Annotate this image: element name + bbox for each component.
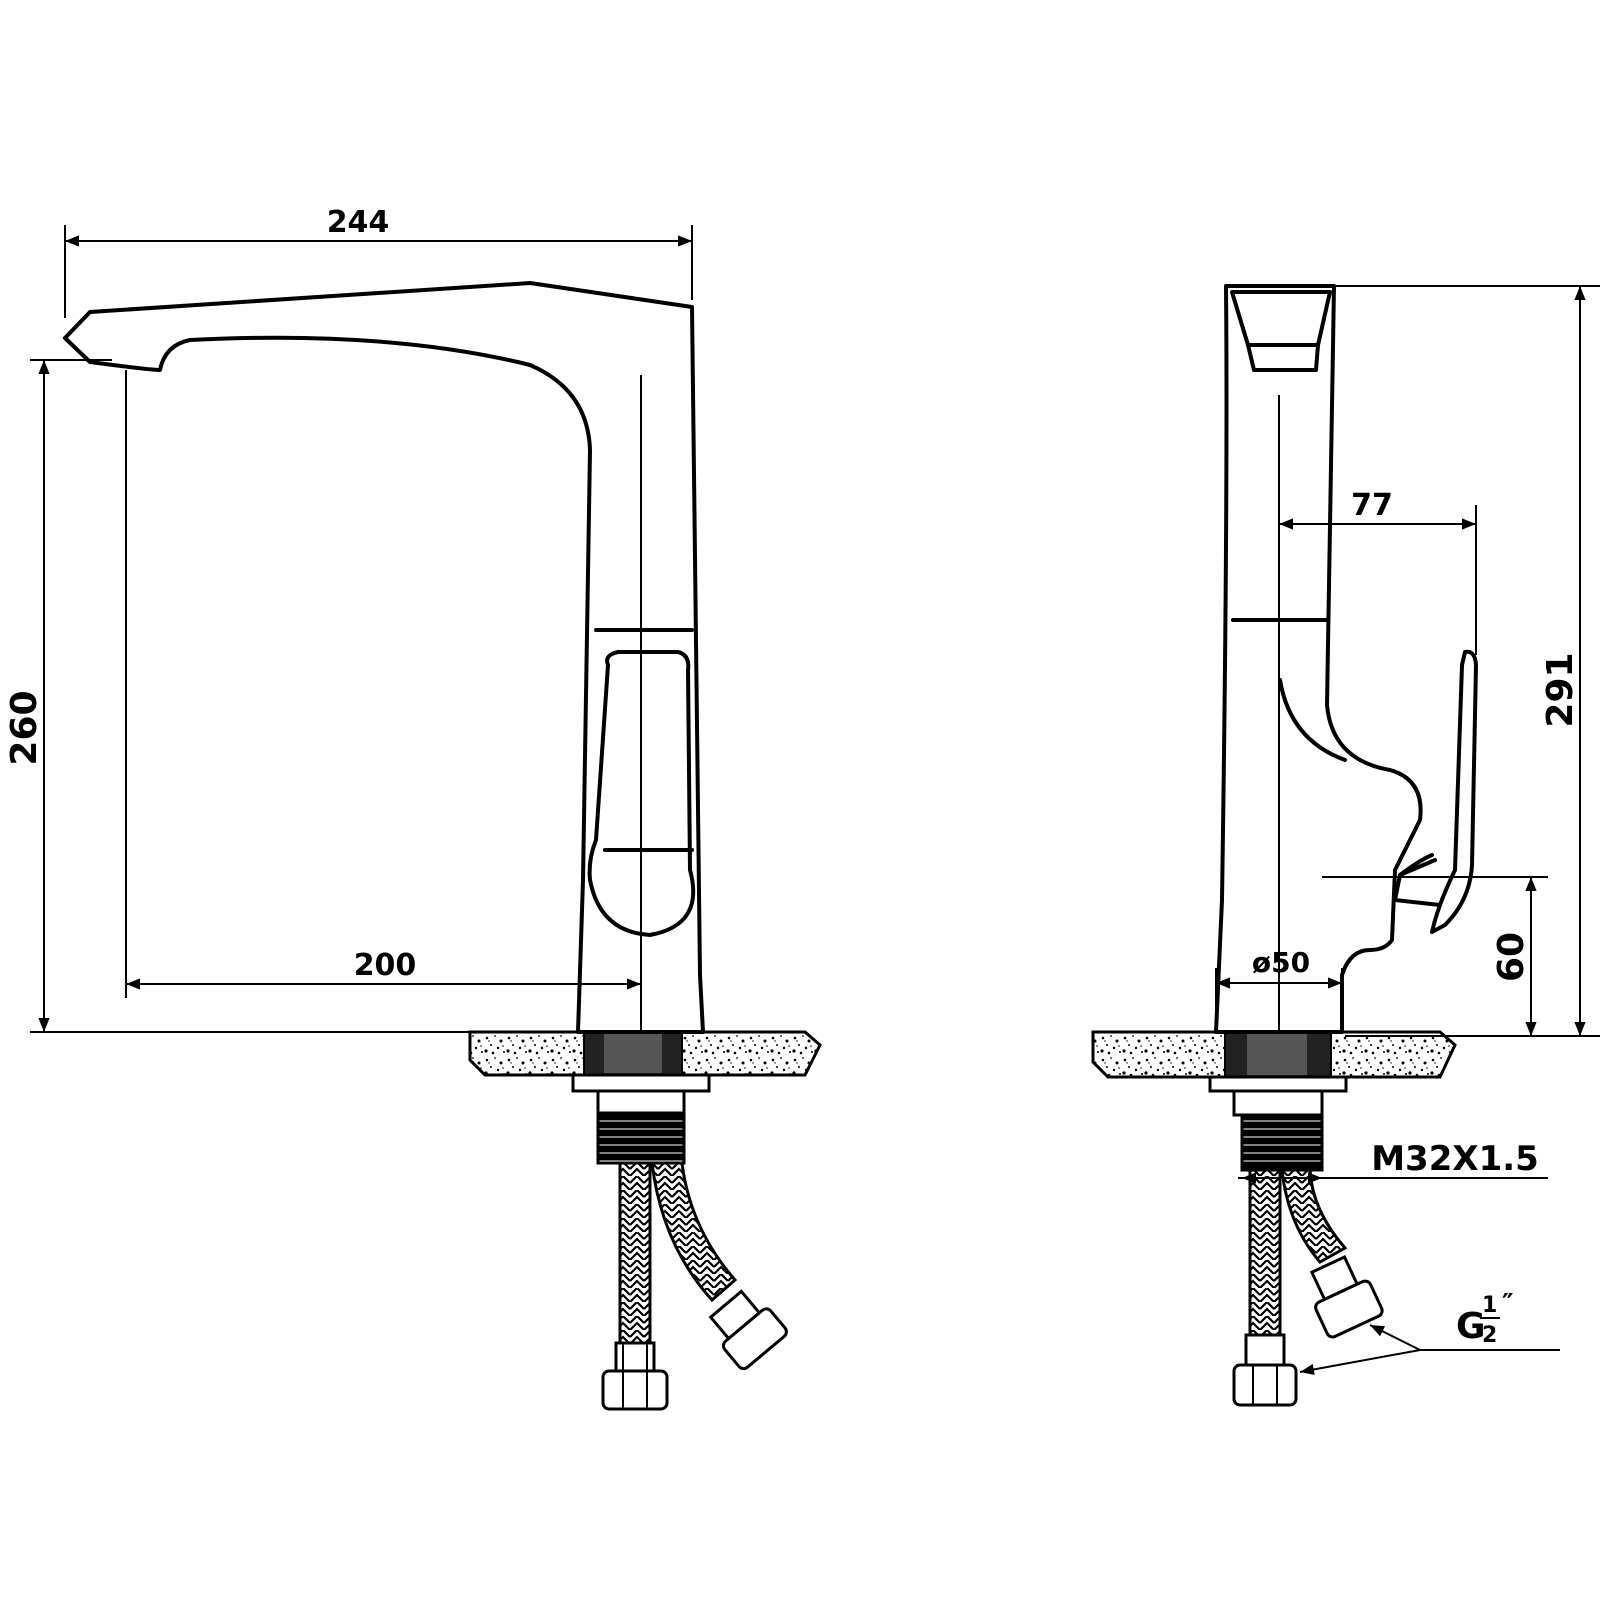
- dim-77-label: 77: [1351, 488, 1393, 523]
- dim-thread-label: M32X1.5: [1371, 1139, 1539, 1179]
- dim-200-label: 200: [354, 948, 417, 983]
- connector-denominator: 2: [1482, 1323, 1497, 1348]
- dimension-291: 291: [1336, 285, 1600, 1037]
- lever-right: [1430, 649, 1478, 934]
- dimension-244: 244: [64, 205, 693, 318]
- dimension-diameter-50: ø50: [1215, 946, 1343, 1025]
- connector-numerator: 1: [1482, 1293, 1497, 1318]
- spout-body-left: [63, 281, 705, 1034]
- dim-60-label: 60: [1491, 932, 1532, 982]
- base-nut-left: [571, 1073, 711, 1165]
- front-view: 244 260 200: [4, 205, 822, 1411]
- dim-diameter-label: ø50: [1252, 946, 1310, 979]
- side-view: 291 77 60 ø50 M32X1.5: [1091, 284, 1600, 1407]
- dim-291-label: 291: [1540, 652, 1581, 727]
- dim-244-label: 244: [327, 205, 390, 240]
- dimension-200: 200: [125, 370, 641, 998]
- countertop-left: [468, 1030, 822, 1077]
- supply-hoses-left: [601, 1161, 788, 1411]
- connector-callout: G 1 2 ″: [1299, 1289, 1560, 1375]
- dim-260-label: 260: [4, 690, 45, 765]
- supply-hoses-right: [1232, 1168, 1384, 1407]
- handle-left: [587, 650, 696, 937]
- dimension-260: 260: [4, 359, 580, 1033]
- dimension-60: 60: [1322, 876, 1548, 1036]
- countertop-right: [1091, 1030, 1457, 1079]
- connector-g-label: G: [1456, 1306, 1486, 1347]
- base-nut-right: [1208, 1075, 1348, 1172]
- dimension-thread: M32X1.5: [1238, 1139, 1548, 1184]
- body-right: [1214, 284, 1423, 1034]
- connector-unit: ″: [1502, 1289, 1514, 1319]
- dimension-77: 77: [1279, 488, 1477, 655]
